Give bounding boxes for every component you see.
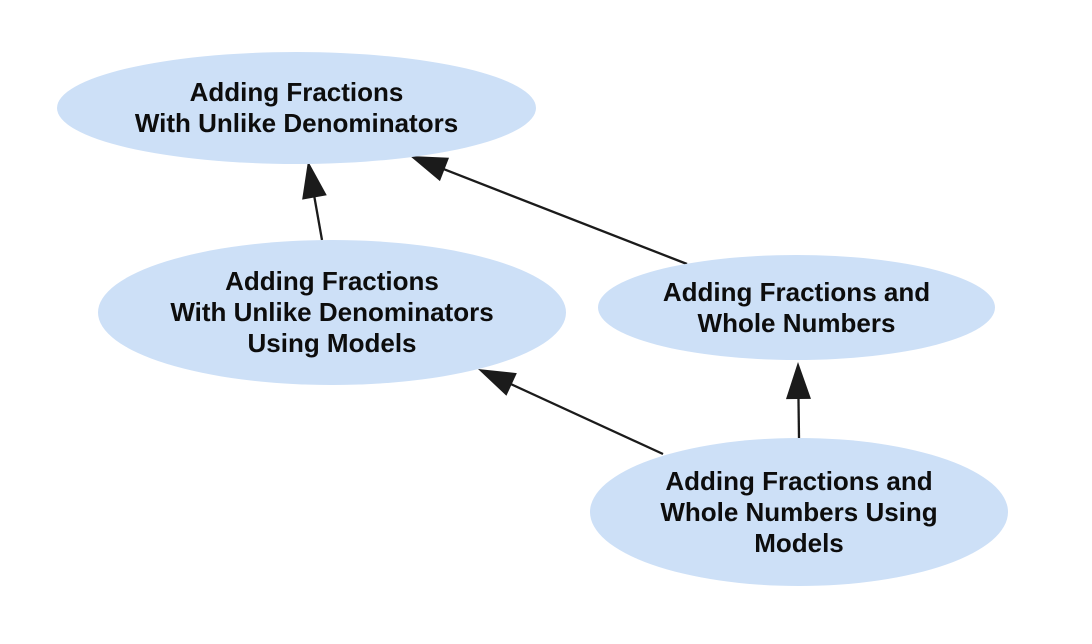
edge-fractions-whole-numbers-to-unlike-denominators	[410, 156, 688, 266]
arrowhead-icon	[478, 369, 517, 396]
node-label-line: Whole Numbers	[697, 307, 896, 338]
edge-unlike-denominators-models-to-unlike-denominators	[302, 161, 327, 241]
edge-fractions-whole-numbers-models-to-unlike-denominators-models	[478, 369, 664, 456]
node-label-line: With Unlike Denominators	[170, 297, 494, 327]
arrowhead-icon	[410, 156, 450, 182]
arrowhead-icon	[785, 362, 811, 400]
arrowhead-icon	[302, 161, 327, 200]
node-label-line: Adding Fractions and	[665, 465, 933, 496]
node-label-line: Using Models	[247, 328, 417, 358]
node-label-line: Adding Fractions	[189, 77, 404, 107]
node-label-line: Adding Fractions and	[662, 276, 931, 307]
edge-fractions-whole-numbers-models-to-fractions-whole-numbers	[785, 362, 811, 439]
node-label-line: Models	[754, 527, 844, 558]
node-label-line: Adding Fractions	[225, 266, 439, 296]
node-label-line: Whole Numbers Using	[660, 496, 938, 527]
node-label-line: With Unlike Denominators	[134, 108, 459, 138]
